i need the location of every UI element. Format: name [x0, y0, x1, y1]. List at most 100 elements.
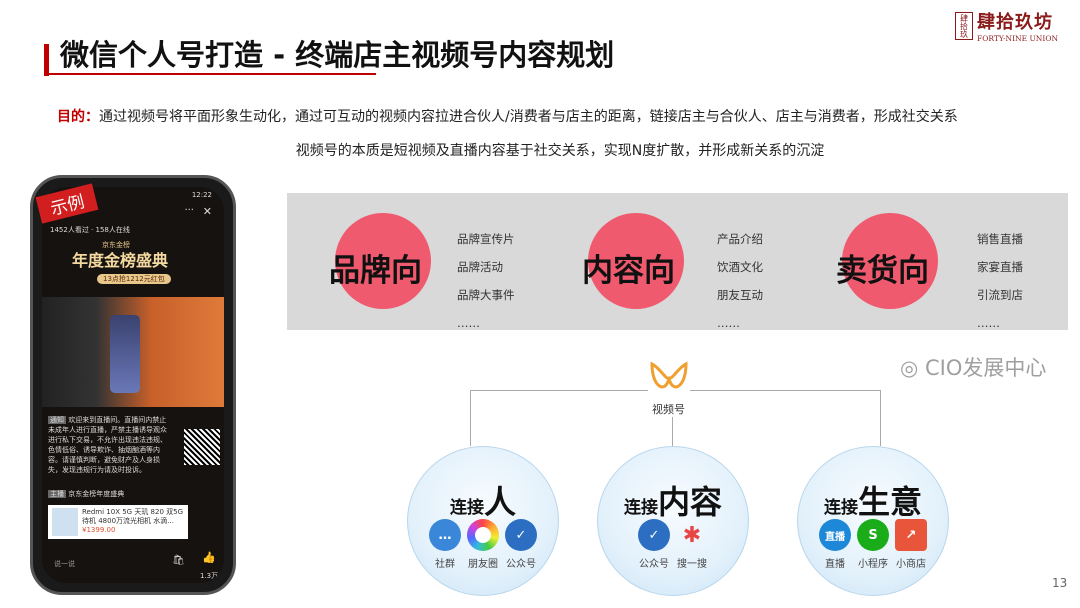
shop-bag-icon[interactable]: 🛍 [172, 555, 185, 566]
moments-icon [467, 519, 499, 551]
purpose-line-2: 视频号的本质是短视频及直播内容基于社交关系，实现N度扩散，并形成新关系的沉淀 [295, 143, 825, 159]
like-icon[interactable]: 👍 [202, 551, 216, 564]
close-icon[interactable]: ✕ [202, 205, 212, 218]
live-icon: 直播 [819, 519, 851, 551]
banner-sub: 13点抢1212元红包 [97, 274, 171, 284]
icon-label: 公众号 [506, 559, 536, 570]
phone-mockup: 12:22 ✕ ··· 1452人看过 · 158人在线 京东金榜 年度金榜盛典… [30, 175, 236, 595]
official-account-item: ✓ 公众号 [638, 519, 670, 570]
category-title: 品牌向 [329, 253, 422, 289]
notice: 通知 欢迎来到直播间。直播间内禁止未成年人进行直播，严禁主播诱导观众进行私下交易… [48, 415, 168, 475]
product-card[interactable]: Redmi 10X 5G 天玑 820 双5G待机 4800万流光相机 水滴..… [48, 505, 188, 539]
category-title: 内容向 [582, 253, 675, 289]
official-account-icon: ✓ [505, 519, 537, 551]
official-account-icon: ✓ [638, 519, 670, 551]
community-item: … 社群 [429, 519, 461, 570]
category-list: 销售直播家宴直播引流到店 …… [977, 225, 1023, 337]
official-account-item: ✓ 公众号 [505, 519, 537, 570]
list-item: 饮酒文化 [717, 260, 763, 274]
product-title: Redmi 10X 5G 天玑 820 双5G待机 4800万流光相机 水滴..… [82, 508, 184, 525]
watermark-text: CIO发展中心 [925, 356, 1047, 380]
icon-label: 小程序 [858, 559, 888, 570]
list-item: 产品介绍 [717, 232, 763, 246]
connect-big: 内容 [657, 483, 722, 521]
notice-text: 欢迎来到直播间。直播间内禁止未成年人进行直播，严禁主播诱导观众进行私下交易，不允… [48, 416, 167, 474]
connector-line [672, 416, 673, 446]
live-item: 直播直播 [819, 519, 851, 570]
logo-cn: 肆拾玖坊 [977, 12, 1053, 33]
connect-small: 连接 [823, 498, 858, 518]
list-item: 家宴直播 [977, 260, 1023, 274]
watermark: ◎ CIO发展中心 [900, 356, 1047, 380]
icon-label: 小商店 [896, 559, 926, 570]
category-circle [335, 213, 431, 309]
title-underline [44, 73, 376, 75]
list-item: …… [457, 316, 480, 330]
connect-small: 连接 [449, 498, 484, 518]
connector-line [880, 390, 881, 446]
list-item: 销售直播 [977, 232, 1023, 246]
mini-program-item: S 小程序 [857, 519, 889, 570]
mini-program-icon: S [857, 519, 889, 551]
logo-seal: 肆拾玖 [955, 11, 973, 40]
chat-icon: … [429, 519, 461, 551]
connect-big: 生意 [857, 483, 922, 521]
shop-item: ↗ 小商店 [895, 519, 927, 570]
list-item: 朋友互动 [717, 288, 763, 302]
icon-label: 公众号 [639, 559, 669, 570]
search-item: ✱ 搜一搜 [676, 519, 708, 571]
live-stream-screen: 12:22 ✕ ··· 1452人看过 · 158人在线 京东金榜 年度金榜盛典… [42, 187, 224, 583]
content-category-panel: 品牌向 品牌宣传片品牌活动品牌大事件…… 内容向 产品介绍饮酒文化朋友互动…… … [287, 193, 1068, 330]
notice-tag: 通知 [48, 416, 66, 424]
icon-label: 搜一搜 [677, 559, 707, 570]
product-thumb [52, 508, 78, 536]
moments-item: 朋友圈 [467, 519, 499, 570]
like-count: 1.3万 [200, 572, 219, 580]
host-tag: 主播 [48, 490, 66, 498]
host-line: 主播 京东金榜年度盛典 [48, 489, 124, 499]
category-title: 卖货向 [836, 253, 929, 289]
page-title: 微信个人号打造 - 终端店主视频号内容规划 [60, 38, 615, 72]
list-item: …… [977, 316, 1000, 330]
list-item: 品牌宣传片 [457, 232, 515, 246]
status-time: 12:22 [191, 191, 212, 199]
list-item: …… [717, 316, 740, 330]
channels-label: 视频号 [652, 401, 685, 417]
icon-label: 社群 [435, 559, 455, 570]
viewer-count: 1452人看过 · 158人在线 [50, 226, 130, 234]
brand-logo: 肆拾玖 肆拾玖坊 FORTY-NINE UNION [955, 8, 1058, 43]
channels-logo-icon [648, 358, 690, 398]
connect-people-circle: 连接人 … 社群 朋友圈 ✓ 公众号 [407, 446, 559, 596]
title-accent-bar [44, 44, 49, 76]
category-circle [588, 213, 684, 309]
purpose-text: 通过视频号将平面形象生动化，通过可互动的视频内容拉进合伙人/消费者与店主的距离，… [99, 109, 958, 125]
category-circle [842, 213, 938, 309]
icon-label: 直播 [825, 559, 845, 570]
list-item: 品牌大事件 [457, 288, 515, 302]
category-list: 品牌宣传片品牌活动品牌大事件 …… [457, 225, 515, 337]
connect-small: 连接 [623, 498, 658, 518]
list-item: 品牌活动 [457, 260, 503, 274]
shop-bag-icon: ↗ [895, 519, 927, 551]
purpose-label: 目的： [57, 109, 99, 125]
banner-top: 京东金榜 [102, 241, 130, 249]
search-icon: ✱ [682, 522, 702, 548]
host-name: 京东金榜年度盛典 [68, 490, 125, 498]
purpose-line: 目的：通过视频号将平面形象生动化，通过可互动的视频内容拉进合伙人/消费者与店主的… [57, 106, 958, 126]
product-phone-image [110, 315, 140, 393]
icon-label: 朋友圈 [468, 559, 498, 570]
qr-code [184, 429, 220, 465]
product-price: ¥1399.00 [82, 526, 116, 534]
connect-big: 人 [483, 483, 516, 521]
connector-line [470, 390, 471, 446]
live-video[interactable] [42, 297, 224, 407]
page-number: 13 [1052, 576, 1068, 590]
more-icon[interactable]: ··· [184, 205, 194, 216]
banner-title: 年度金榜盛典 [72, 251, 169, 270]
list-item: 引流到店 [977, 288, 1023, 302]
category-list: 产品介绍饮酒文化朋友互动 …… [717, 225, 763, 337]
comment-input[interactable]: 说一说 [54, 560, 75, 568]
logo-en: FORTY-NINE UNION [977, 34, 1059, 43]
connect-content-circle: 连接内容 ✓ 公众号 ✱ 搜一搜 [597, 446, 749, 596]
